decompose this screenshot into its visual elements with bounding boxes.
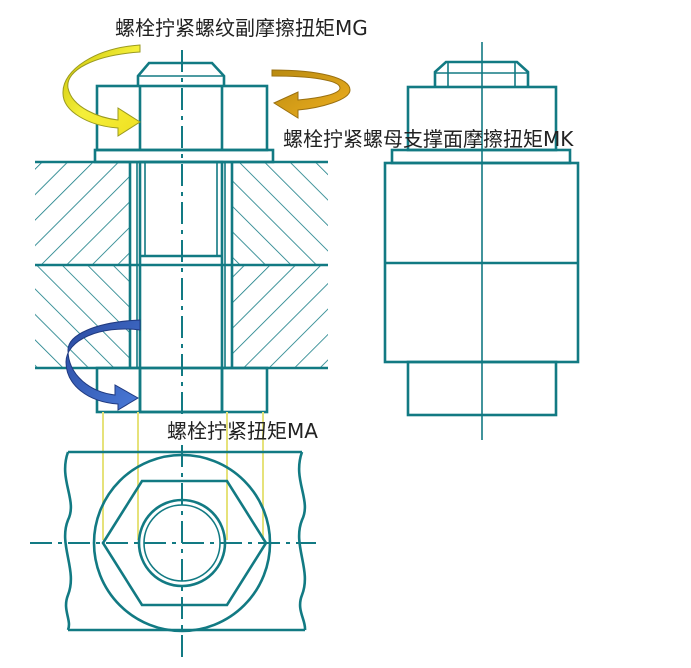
bearing-torque-arrow-icon xyxy=(271,69,351,119)
projection-lines xyxy=(102,412,264,540)
tightening-torque-arrow-icon xyxy=(65,319,141,411)
plan-view xyxy=(30,445,316,662)
bolt-tip xyxy=(136,61,226,86)
exterior-view xyxy=(383,42,580,440)
tightening-torque-label: 螺栓拧紧扭矩MA xyxy=(167,419,318,443)
thread-friction-torque-label: 螺栓拧紧螺纹副摩擦扭矩MG xyxy=(115,16,368,40)
thread-torque-arrow-icon xyxy=(62,44,141,137)
hatch-top-right xyxy=(232,162,328,265)
hatch-top-left xyxy=(35,162,130,265)
section-view xyxy=(35,50,328,420)
hatch-bottom-left xyxy=(35,265,130,368)
bearing-friction-torque-label: 螺栓拧紧螺母支撑面摩擦扭矩MK xyxy=(283,127,574,151)
hatch-bottom-right xyxy=(232,265,328,368)
washer xyxy=(93,148,275,164)
